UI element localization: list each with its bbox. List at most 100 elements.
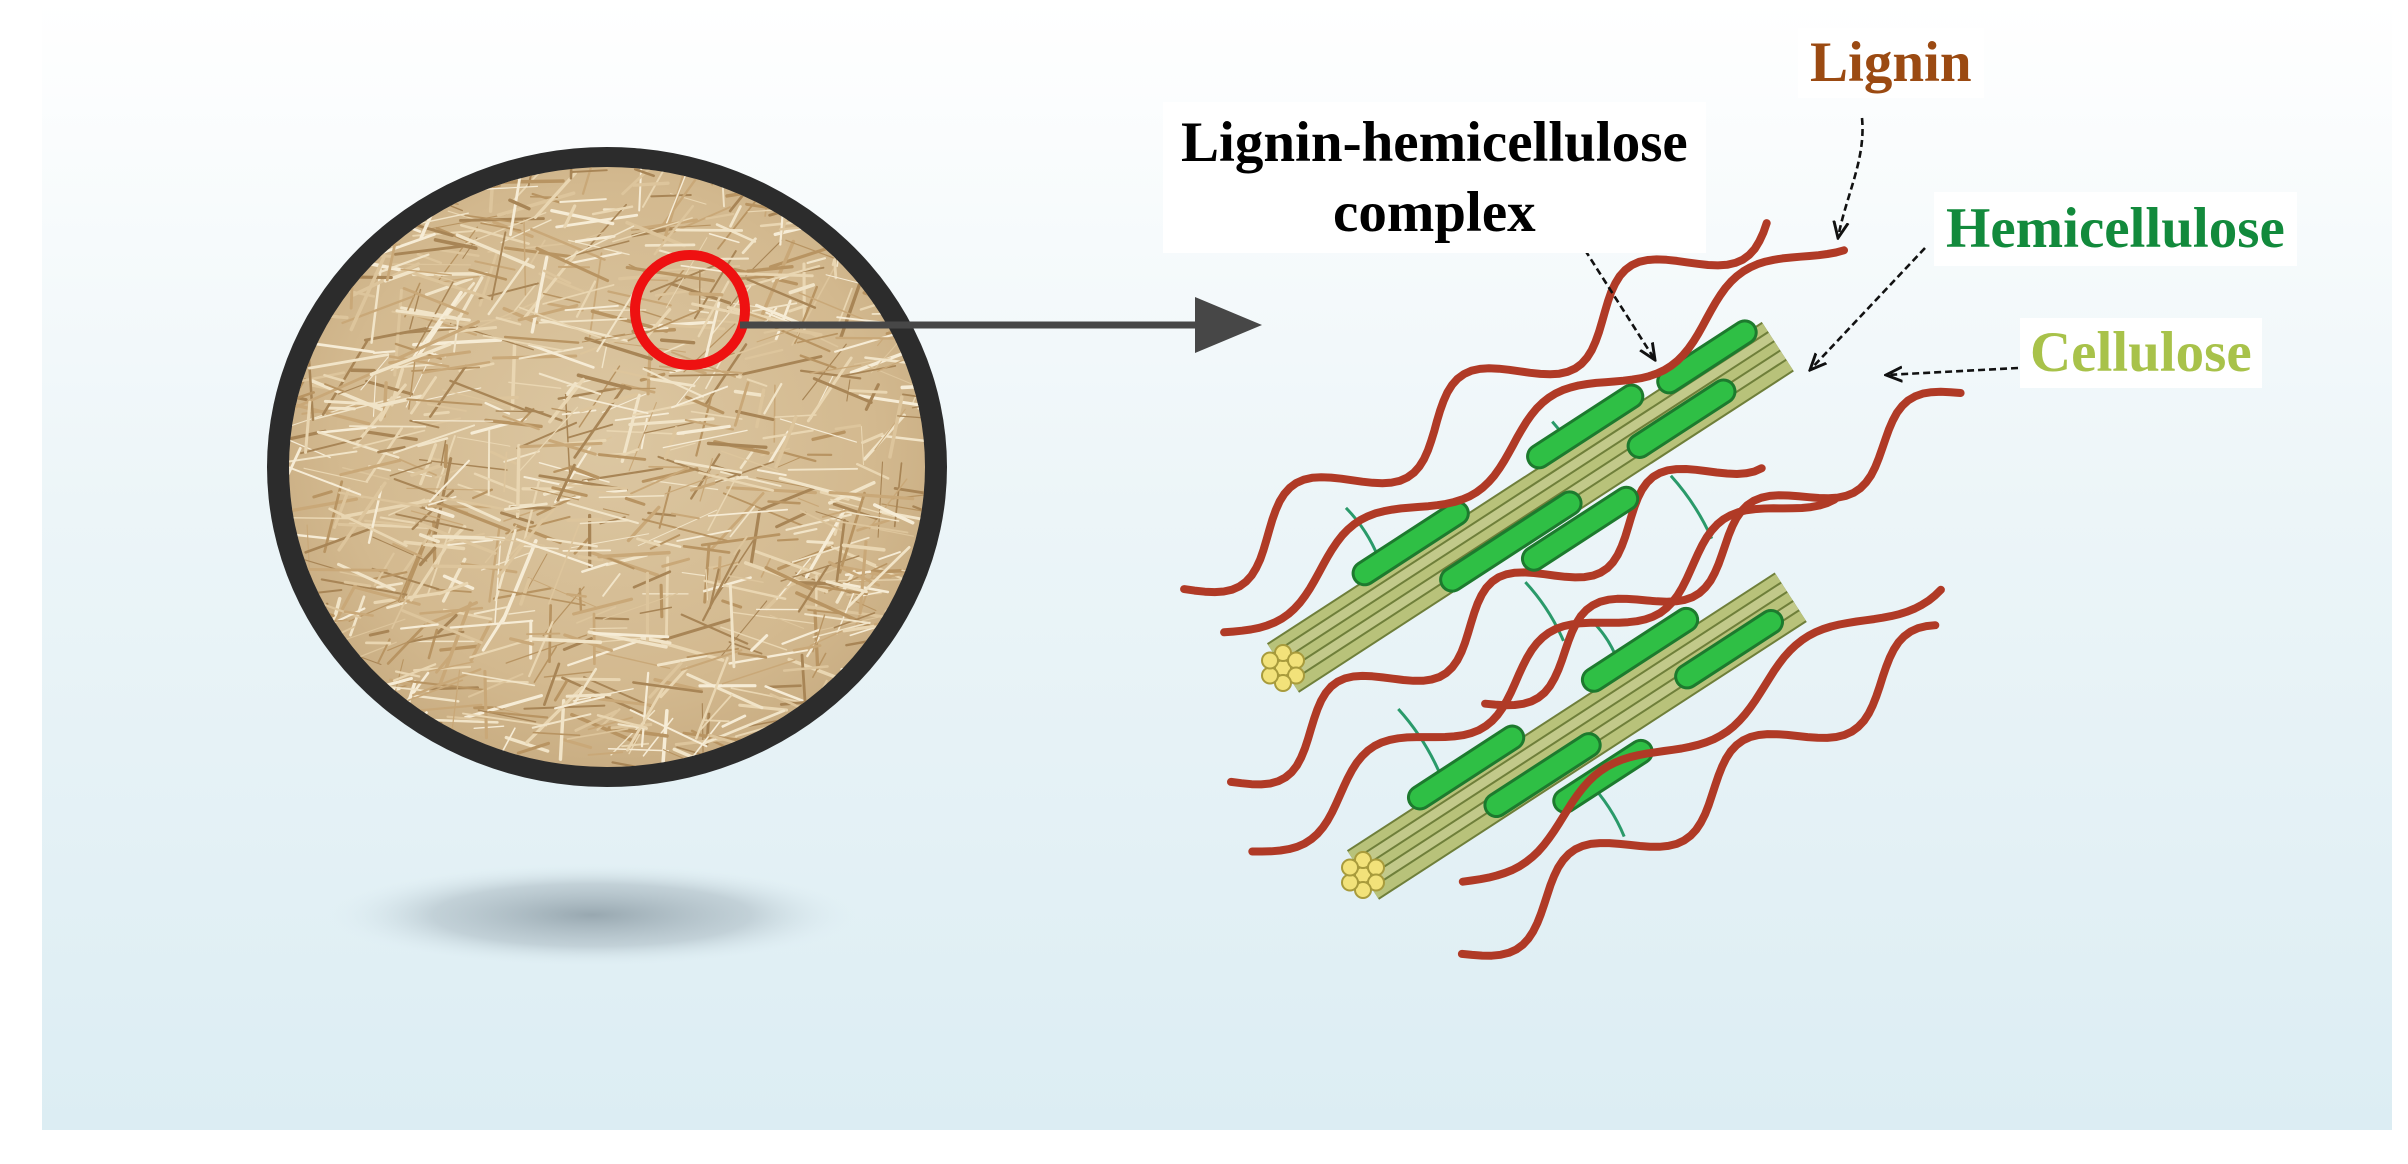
fiber-strand — [532, 731, 581, 737]
fiber-strand — [797, 497, 820, 507]
fiber-strand — [755, 303, 801, 325]
fiber-strand — [428, 661, 474, 672]
fiber-strand — [418, 546, 437, 567]
fiber-strand — [624, 496, 646, 506]
fiber-strand — [577, 554, 604, 562]
hemicellulose-block — [1677, 611, 1782, 687]
lhc-label-line2: complex — [1333, 180, 1536, 244]
fiber-strand — [352, 429, 426, 449]
fiber-strand — [387, 635, 423, 651]
fiber-strand — [806, 257, 827, 265]
fiber-strand — [728, 583, 736, 669]
fiber-strand — [764, 566, 814, 591]
fiber-strand — [755, 388, 766, 429]
fiber-strand — [581, 331, 642, 343]
fiber-strand — [734, 274, 775, 281]
fiber-strand — [656, 654, 707, 667]
fiber-strand — [676, 424, 731, 435]
fiber-strand — [888, 395, 904, 459]
hemicellulose-pointer — [1810, 247, 1926, 370]
fiber-strand — [735, 409, 775, 422]
fiber-strand — [597, 453, 647, 461]
fiber-strand — [664, 473, 719, 495]
fiber-strand — [308, 341, 375, 354]
fiber-strand — [688, 291, 724, 297]
label-pointers — [1583, 117, 2019, 375]
fiber-strand — [473, 472, 520, 493]
fiber-strand — [700, 694, 733, 731]
fiber-strand — [456, 276, 484, 323]
fiber-strand — [527, 577, 599, 609]
fiber-strand — [769, 614, 805, 629]
fiber-strand — [289, 372, 371, 411]
fiber-strand — [864, 356, 925, 369]
fiber-strand — [300, 437, 362, 455]
fiber-strand — [799, 509, 843, 532]
fiber-strand — [756, 327, 799, 343]
fiber-strand — [514, 282, 538, 312]
fiber-strand — [806, 356, 853, 423]
fiber-strand — [602, 573, 621, 597]
fiber-strand — [682, 544, 731, 554]
fiber-strand — [664, 556, 670, 645]
fiber-strand — [573, 384, 626, 459]
fiber-strand — [397, 534, 431, 580]
fiber-strand — [594, 617, 630, 621]
fiber-strand — [728, 575, 764, 584]
fiber-strand — [365, 379, 414, 396]
fiber-strand — [289, 450, 358, 464]
fiber-strand — [576, 373, 632, 391]
fiber-strand — [341, 295, 414, 325]
fiber-strand — [636, 537, 661, 547]
fiber-strand — [867, 526, 915, 537]
fiber-strand — [591, 205, 634, 216]
fiber-strand — [395, 309, 471, 322]
fiber-strand — [703, 579, 787, 600]
fiber-strand — [648, 465, 687, 469]
fiber-strand — [489, 450, 517, 465]
fiber-strand — [527, 343, 595, 369]
fiber-strand — [782, 665, 829, 672]
fiber-strand — [730, 687, 806, 704]
fiber-strand — [596, 491, 634, 497]
fiber-strand — [424, 213, 507, 231]
fiber-strand — [289, 446, 302, 475]
fiber-strand — [528, 620, 554, 678]
fiber-strand — [807, 609, 841, 615]
fiber-strand — [653, 539, 682, 548]
lignin-hemicellulose-link — [1524, 581, 1565, 642]
fiber-strand — [400, 623, 439, 630]
fiber-strand — [312, 490, 333, 499]
fiber-strand — [579, 331, 639, 355]
highlight-circle — [630, 250, 750, 370]
fiber-strand — [424, 277, 473, 297]
fiber-strand — [750, 634, 769, 652]
fiber-strand — [802, 343, 847, 401]
fiber-strand — [478, 282, 539, 300]
fiber-strand — [307, 568, 388, 572]
fiber-strand — [364, 430, 418, 442]
fiber-strand — [785, 513, 852, 531]
fiber-strand — [289, 466, 362, 496]
cellulose-bundle-rod — [1354, 583, 1788, 871]
fiber-strand — [379, 516, 416, 524]
fiber-strand — [855, 462, 890, 480]
fiber-strand — [793, 527, 818, 535]
fiber-strand — [715, 223, 757, 243]
fiber-strand — [578, 587, 583, 613]
fiber-strand — [720, 471, 782, 487]
fiber-strand — [579, 519, 630, 525]
fiber-strand — [503, 335, 580, 344]
fiber-strand — [411, 272, 489, 277]
fiber-strand — [484, 418, 543, 429]
fiber-strand — [671, 385, 729, 409]
fiber-strand — [417, 437, 449, 448]
fiber-strand — [415, 387, 482, 403]
fiber-strand — [729, 505, 756, 538]
fiber-strand — [503, 450, 540, 463]
fiber-strand — [588, 252, 603, 338]
fiber-strand — [401, 609, 483, 645]
fiber-strand — [744, 348, 784, 360]
fiber-strand — [733, 389, 765, 398]
fiber-strand — [502, 415, 540, 431]
